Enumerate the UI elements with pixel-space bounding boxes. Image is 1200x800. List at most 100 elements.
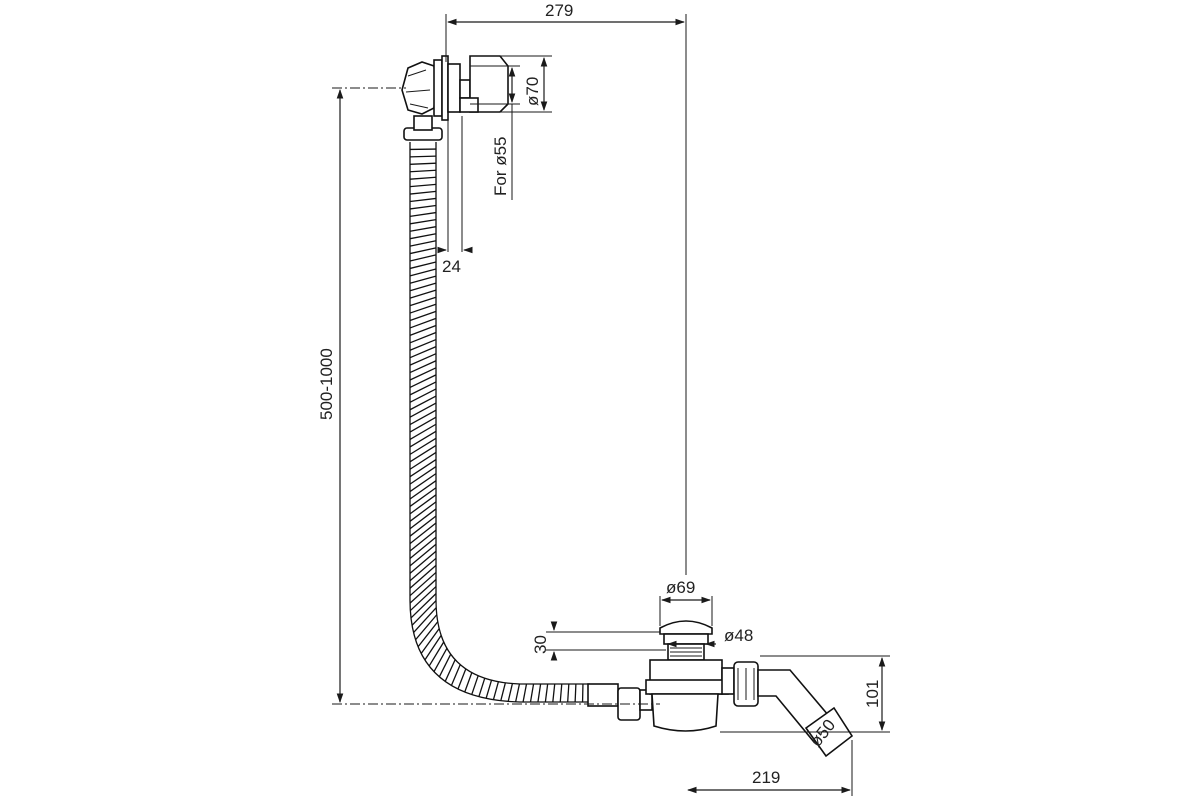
dim-trap-width: 219 (687, 740, 853, 796)
label-trap-height: 101 (863, 680, 882, 708)
hose-rib (409, 586, 437, 612)
label-height-range: 500-1000 (317, 348, 336, 420)
hose-rib (409, 458, 437, 478)
hose-rib (409, 310, 437, 322)
hose-rib (444, 659, 456, 682)
hose-rib (409, 395, 437, 411)
hose-rib (409, 451, 437, 470)
hose-rib (544, 683, 549, 703)
hose-rib (409, 381, 437, 396)
dim-plug-diameter: ø69 (659, 578, 713, 626)
hose-rib (409, 480, 437, 500)
hose-rib (409, 515, 437, 537)
hose-rib (409, 416, 437, 433)
hose-rib (514, 683, 521, 702)
hose-rib (409, 579, 437, 604)
hose-rib (500, 682, 507, 701)
hose-rib (411, 600, 437, 626)
hose-rib (409, 240, 437, 247)
hose-rib (410, 593, 437, 619)
dim-height-range: 500-1000 (317, 87, 660, 705)
hose-rib (409, 501, 437, 522)
hose-rib (409, 367, 437, 381)
hose-rib (409, 303, 437, 314)
hose-rib (409, 261, 437, 270)
hose-rib (409, 190, 437, 195)
hose-rib (507, 683, 514, 702)
hose-rib (409, 254, 437, 262)
hose-rib (409, 353, 437, 366)
label-outlet-diameter: ø70 (523, 77, 542, 106)
hose-rib (409, 197, 437, 203)
hose-rib (457, 668, 467, 690)
hose-rib (409, 162, 437, 165)
hose-rib (409, 289, 437, 299)
hose-rib (409, 317, 437, 329)
hose-rib (450, 664, 461, 686)
hose-rib (409, 282, 437, 292)
label-overflow-depth: 24 (442, 257, 461, 276)
corrugated-hose (409, 142, 590, 703)
dim-overall-width: 279 (445, 1, 687, 575)
hose-rib (409, 430, 437, 448)
dim-outlet-diameter: ø70 (500, 55, 552, 113)
hose-rib (409, 388, 437, 403)
hose-rib (409, 402, 437, 418)
hose-rib (409, 331, 437, 344)
hose-rib (471, 675, 479, 695)
hose-rib (409, 346, 437, 359)
hose-rib (409, 409, 437, 426)
dim-overflow-depth: 24 (437, 116, 473, 276)
hose-rib (409, 204, 437, 210)
hose-rib (415, 614, 438, 641)
hose-rib (478, 678, 486, 697)
hose-rib (409, 444, 437, 463)
hose-rib (409, 529, 437, 552)
hose-rib (409, 543, 437, 567)
hose-rib (409, 169, 437, 173)
hose-rib (552, 683, 556, 703)
hose-rib (522, 683, 528, 703)
hose-rib (409, 247, 437, 255)
label-plug-height: 30 (531, 635, 550, 654)
hose-rib (409, 218, 437, 225)
hose-rib (433, 647, 448, 673)
hose-rib (409, 324, 437, 336)
hose-rib (409, 211, 437, 218)
hose-rib (409, 275, 437, 284)
hose-rib (413, 607, 437, 634)
hose-rib (417, 621, 439, 648)
hose-rib (409, 338, 437, 351)
dim-inner-diameter: ø48 (667, 626, 753, 648)
hose-rib (464, 672, 473, 693)
label-overall-width: 279 (545, 1, 573, 20)
connector-pipe (587, 683, 653, 721)
hose-rib (574, 683, 577, 703)
hose-rib (409, 268, 437, 277)
hose-rib (409, 423, 437, 441)
hose-rib (409, 437, 437, 455)
hose-rib (409, 233, 437, 240)
hose-rib (559, 683, 563, 703)
hose-rib (409, 508, 437, 530)
hose-rib (492, 681, 500, 700)
hose-rib (409, 487, 437, 507)
label-for-diameter: For ø55 (491, 136, 510, 196)
hose-rib (428, 641, 445, 667)
hose-rib (409, 564, 437, 589)
hose-rib (409, 571, 437, 597)
dim-for-diameter: For ø55 (470, 65, 520, 200)
hose-rib (409, 466, 437, 485)
hose-rib (409, 557, 437, 582)
hose-rib (409, 550, 437, 574)
hose-rib (529, 683, 535, 703)
label-trap-width: 219 (752, 768, 780, 787)
hose-rib (409, 522, 437, 545)
hose-rib (409, 374, 437, 389)
waste-trap (645, 620, 854, 758)
hose-rib (409, 296, 437, 307)
hose-rib (567, 683, 570, 703)
hose-rib (409, 183, 437, 188)
hose-rib (424, 635, 442, 661)
